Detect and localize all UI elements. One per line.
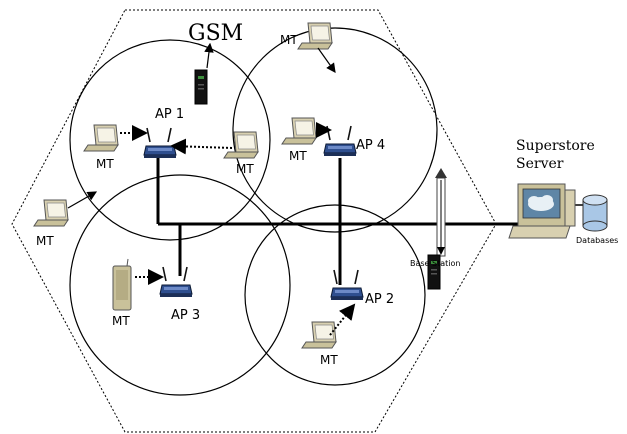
gsm-uplink-arrow — [204, 42, 214, 69]
mt-handheld-icon — [112, 258, 132, 311]
ap4-label: AP 4 — [356, 138, 385, 153]
wireless-links — [120, 122, 356, 336]
base-station-label: Base Station — [410, 259, 460, 268]
mt-label: MT — [112, 314, 130, 328]
gsm-label: GSM — [188, 21, 243, 46]
mt-laptop-icon — [33, 199, 69, 227]
base-station-pole-icon — [435, 168, 447, 257]
ap2-router-icon — [330, 269, 364, 301]
mt-label: MT — [36, 234, 54, 248]
ap2-label: AP 2 — [365, 292, 394, 307]
databases-label: Databases — [576, 236, 618, 245]
database-icon — [582, 194, 608, 232]
ap2-coverage-circle — [244, 204, 426, 386]
mt-label: MT — [96, 157, 114, 171]
gsm-coverage-hexagon — [11, 9, 497, 433]
server-label-line1: Superstore — [516, 138, 595, 154]
wired-backbone — [156, 158, 522, 285]
ap4-coverage-circle — [232, 27, 438, 233]
ap3-label: AP 3 — [171, 308, 200, 323]
mt-laptop-icon — [83, 124, 119, 152]
ap1-label: AP 1 — [155, 107, 184, 122]
ap3-coverage-circle — [69, 174, 291, 396]
gsm-tower-icon — [194, 69, 208, 105]
ap3-router-icon — [159, 266, 193, 298]
mt-laptop-icon — [297, 22, 333, 50]
mt-label: MT — [289, 149, 307, 163]
movement-arrows — [67, 47, 336, 209]
superstore-server-icon — [508, 183, 576, 239]
ap4-router-icon — [323, 125, 357, 157]
ap1-coverage-circle — [69, 39, 271, 241]
server-label-line2: Server — [516, 156, 564, 172]
mt-label: MT — [236, 162, 254, 176]
mt-laptop-icon — [281, 117, 317, 145]
mt-label: MT — [280, 33, 298, 47]
mt-label: MT — [320, 353, 338, 367]
ap1-router-icon — [143, 127, 177, 159]
mt-laptop-icon — [223, 131, 259, 159]
